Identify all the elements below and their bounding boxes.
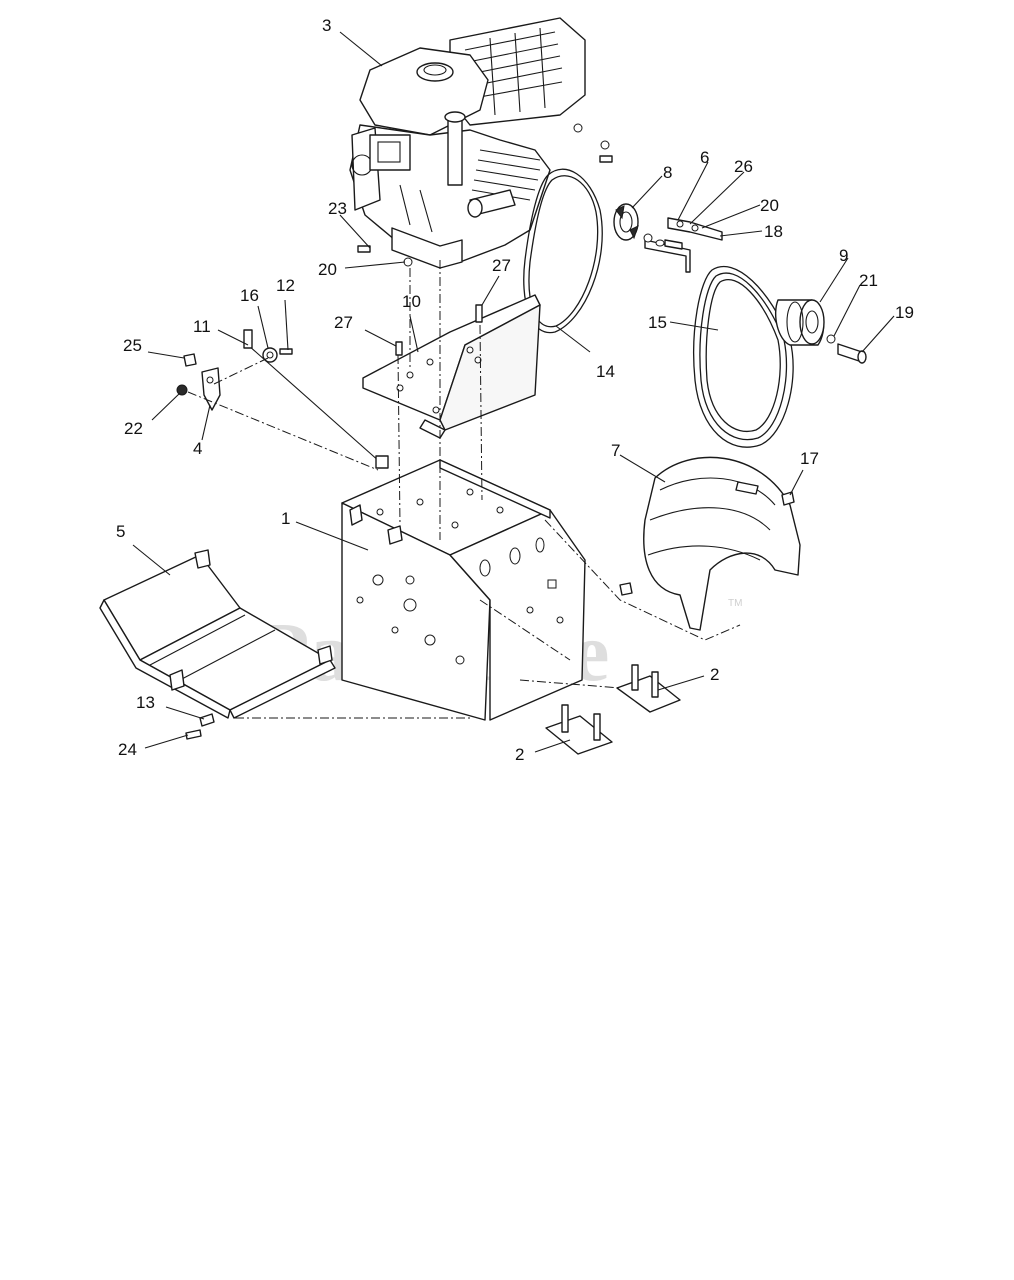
callout-8: 8 — [663, 163, 672, 182]
callout-7: 7 — [611, 441, 620, 460]
callout-27b: 27 — [334, 313, 353, 332]
belt-15 — [693, 265, 794, 448]
washer-21 — [826, 334, 836, 344]
callout-16: 16 — [240, 286, 259, 305]
bolt-27b — [395, 341, 403, 356]
callout-5: 5 — [116, 522, 125, 541]
callout-12: 12 — [276, 276, 295, 295]
plate-10 — [362, 294, 541, 439]
callout-3: 3 — [322, 16, 331, 35]
callout-20a: 20 — [760, 196, 779, 215]
frame-1 — [341, 459, 586, 721]
callout-26: 26 — [734, 157, 753, 176]
engine-hardware — [357, 123, 613, 267]
callout-24: 24 — [118, 740, 137, 759]
bracket-4 — [201, 367, 221, 411]
nut-22 — [176, 384, 188, 396]
callout-21: 21 — [859, 271, 878, 290]
callout-15: 15 — [648, 313, 667, 332]
callout-19: 19 — [895, 303, 914, 322]
callout-23: 23 — [328, 199, 347, 218]
callout-4: 4 — [193, 439, 202, 458]
shroud-7 — [619, 456, 801, 631]
callout-13: 13 — [136, 693, 155, 712]
screw-12 — [279, 348, 293, 355]
callout-25: 25 — [123, 336, 142, 355]
bolt-27a — [475, 304, 483, 323]
engine — [349, 17, 586, 269]
pulley-8 — [613, 203, 639, 241]
callout-2a: 2 — [515, 745, 524, 764]
bolt-19 — [837, 343, 867, 364]
callout-10: 10 — [402, 292, 421, 311]
callout-9: 9 — [839, 246, 848, 265]
cable-11 — [243, 329, 389, 469]
clip-13 — [199, 713, 215, 727]
callout-14: 14 — [596, 362, 615, 381]
callout-17: 17 — [800, 449, 819, 468]
clip-25 — [183, 353, 197, 367]
bracket-2b — [616, 664, 681, 713]
callout-18: 18 — [764, 222, 783, 241]
idler-bracket — [643, 217, 723, 273]
callout-20b: 20 — [318, 260, 337, 279]
callout-6: 6 — [700, 148, 709, 167]
watermark-tm: TM — [728, 598, 742, 609]
panel-5 — [99, 549, 336, 719]
callout-27a: 27 — [492, 256, 511, 275]
callout-1: 1 — [281, 509, 290, 528]
screw-24 — [185, 729, 202, 740]
bracket-2a — [545, 704, 613, 755]
callout-11: 11 — [193, 317, 211, 336]
pulley-9 — [774, 299, 825, 346]
callout-22: 22 — [124, 419, 143, 438]
leader-lines — [132, 31, 895, 753]
alignment-lines — [187, 260, 741, 719]
callout-2b: 2 — [710, 665, 719, 684]
callouts: 3 1 5 7 17 2 2 14 15 10 27 27 11 12 16 2… — [116, 16, 914, 764]
